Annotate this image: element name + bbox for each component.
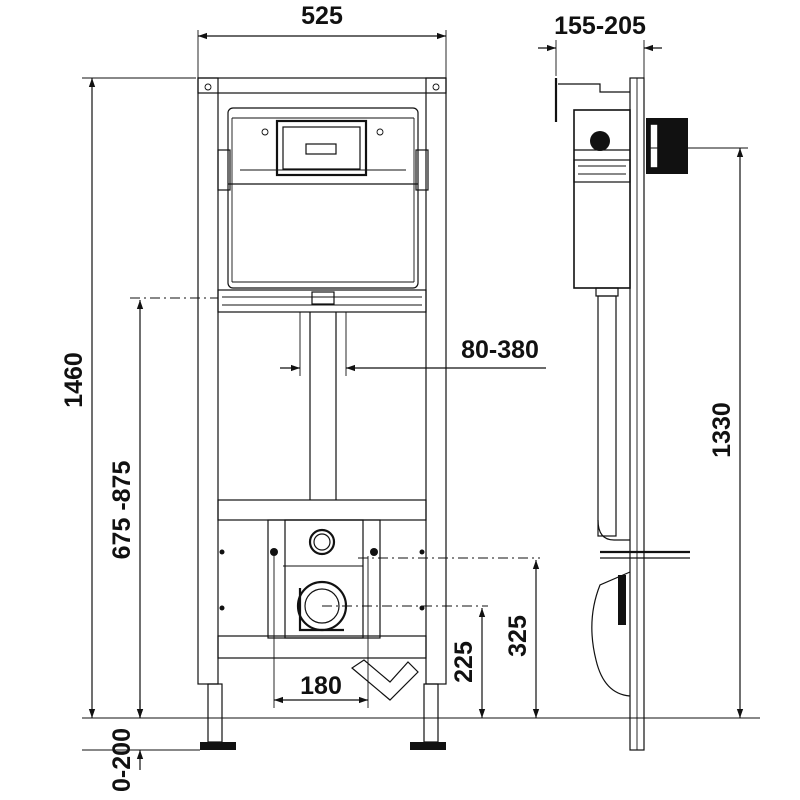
dimension-label-325: 325 [504,615,532,657]
dimension-label-80-380: 80-380 [461,336,539,364]
dimension-label-225: 225 [450,641,478,683]
dimension-leg-adjustment: 0-200 [108,700,144,792]
side-view [554,77,690,751]
dimension-outlet-height: 225 [322,605,488,718]
dimension-label-180: 180 [300,672,342,700]
dimension-flush-height: 1330 [646,147,748,718]
dimension-wall-distance: 155-205 [538,12,662,80]
dimension-total-height: 1460 [60,77,196,718]
dimension-label-1330: 1330 [708,402,736,458]
mounting-plate [267,519,381,639]
dimension-flush-pipe-offset: 80-380 [280,312,546,376]
dimension-label-525: 525 [301,2,343,30]
dimension-seat-height: 675 -875 [108,297,218,718]
dimension-label-675-875: 675 -875 [108,461,136,560]
dimension-label-155-205: 155-205 [554,12,646,40]
dimension-mount-spacing: 180 [273,556,369,708]
dimension-label-0-200: 0-200 [108,728,136,792]
dimension-frame-width: 525 [197,2,447,78]
cistern [217,107,429,289]
dimension-label-1460: 1460 [60,352,88,408]
dimension-mount-height: 325 [358,557,540,718]
front-view [197,77,447,750]
